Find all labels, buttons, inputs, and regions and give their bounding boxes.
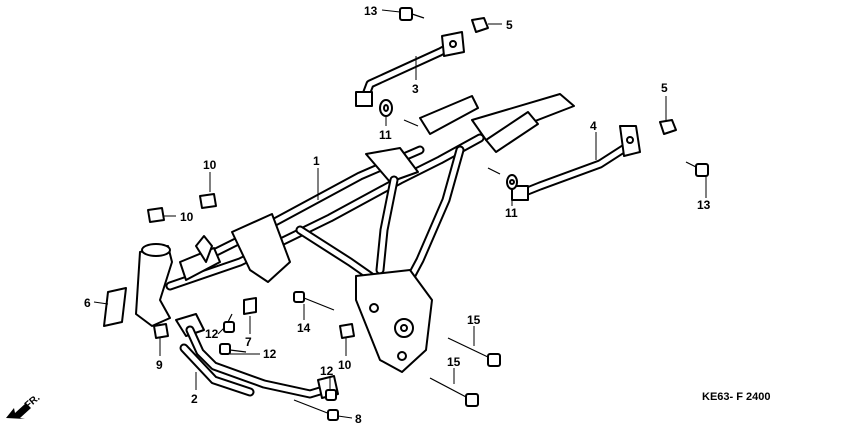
rear-bracket-upper [355, 31, 465, 107]
callout-10-lower: 10 [338, 358, 352, 372]
frame-body [135, 93, 575, 373]
callout-3: 3 [412, 82, 419, 96]
leader-lines [93, 9, 707, 419]
callout-5-top: 5 [506, 18, 513, 32]
callout-9: 9 [156, 358, 163, 372]
nut-10-left [147, 207, 165, 223]
callout-15-upper: 15 [467, 313, 481, 327]
bolt-12-upper [223, 313, 235, 333]
washer-11-left [379, 99, 393, 117]
callout-2: 2 [191, 392, 198, 406]
callout-13-right: 13 [697, 198, 711, 212]
callouts: 13 5 3 4 5 1 11 11 13 10 10 6 7 9 12 12 … [84, 4, 711, 426]
bolt-12-lower [325, 389, 337, 401]
bolt-13-right [685, 161, 709, 177]
callout-12-upper: 12 [205, 327, 219, 341]
callout-4: 4 [590, 119, 597, 133]
nut-9 [153, 323, 169, 339]
lower-stand-bracket [175, 313, 339, 399]
bolt-15-lower [429, 377, 479, 407]
diagram-code: KE63- F 2400 [702, 391, 770, 403]
callout-5-right: 5 [661, 81, 668, 95]
front-direction-arrow: FR. [6, 392, 42, 419]
bolt-15-upper [447, 337, 501, 367]
callout-6: 6 [84, 296, 91, 310]
nut-5-right [659, 119, 677, 135]
rubber-cover [103, 287, 127, 327]
callout-12-lower: 12 [320, 364, 334, 378]
bolt-12-middle [219, 343, 247, 355]
washer-11-right [506, 174, 518, 190]
callout-11-left: 11 [379, 128, 392, 142]
callout-1: 1 [313, 154, 320, 168]
callout-10-upper: 10 [203, 158, 217, 172]
callout-11-right: 11 [505, 206, 518, 220]
callout-12-middle: 12 [263, 347, 277, 361]
nut-10-upper [199, 193, 217, 209]
label-plate [243, 297, 257, 315]
fasteners [147, 7, 709, 421]
rear-bracket-side [511, 125, 641, 201]
bolt-14 [293, 291, 335, 311]
callout-8: 8 [355, 412, 362, 426]
callout-14: 14 [297, 321, 311, 335]
bolt-13-top [399, 7, 425, 21]
nut-5-top [471, 17, 489, 33]
nut-10-lower [339, 323, 355, 339]
callout-7: 7 [245, 335, 252, 349]
bolt-8 [293, 399, 339, 421]
callout-10-left: 10 [180, 210, 194, 224]
callout-15-lower: 15 [447, 355, 461, 369]
callout-13-top: 13 [364, 4, 378, 18]
